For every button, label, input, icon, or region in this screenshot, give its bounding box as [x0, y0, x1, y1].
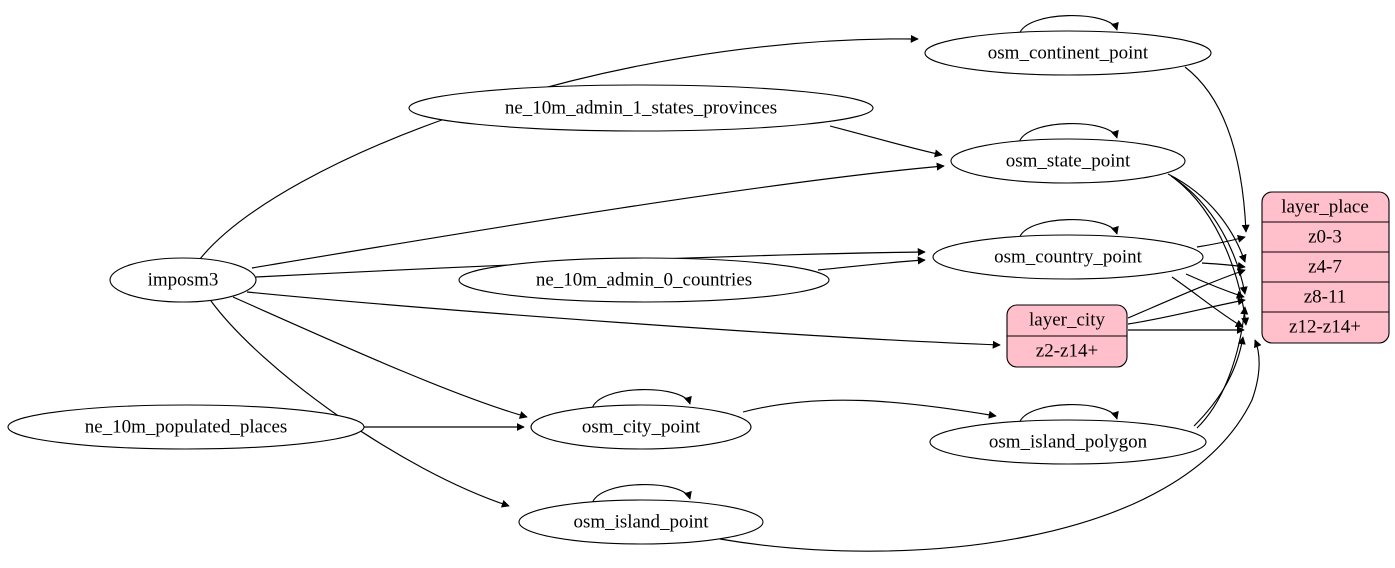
- edge-layer_city-to-layer_place-z4-7: [1127, 268, 1246, 319]
- edge-osm_city_point-to-osm_island_polygon: [742, 399, 997, 419]
- node-ne_10m_admin_0_countries[interactable]: ne_10m_admin_0_countries: [458, 257, 830, 303]
- edge-osm_continent_point-to-layer_place-z0-3: [1184, 66, 1250, 233]
- selfloop-osm_island_point: [591, 484, 692, 505]
- node-layer_city[interactable]: layer_city z2-z14+: [1006, 304, 1128, 368]
- edge-imposm3-to-osm_city_point: [232, 296, 528, 419]
- edge-osm_island_polygon-to-layer_place-z8-11: [1196, 306, 1249, 429]
- record-box-layer_place[interactable]: [1261, 191, 1390, 344]
- node-osm_island_polygon[interactable]: osm_island_polygon: [929, 419, 1207, 465]
- edge-layer_city-to-layer_place-z8-11: [1127, 297, 1246, 325]
- edge-imposm3-to-osm_continent_point: [199, 34, 919, 260]
- selfloop-osm_continent_point: [1018, 15, 1119, 36]
- edge-ne_10m_admin_1_states_provinces-to-osm_state_point: [829, 125, 943, 158]
- edge-osm_state_point-to-layer_place-z8-11: [1170, 175, 1248, 295]
- edge-ne_10m_admin_0_countries-to-osm_country_point: [817, 256, 926, 271]
- node-shape-ne_10m_admin_0_countries[interactable]: [458, 257, 830, 303]
- selfloop-osm_city_point: [591, 389, 692, 410]
- edge-imposm3-to-osm_state_point: [251, 162, 945, 269]
- selfloop-osm_country_point: [1018, 219, 1119, 240]
- edge-osm_island_point-to-layer_place-z12-z14plus: [719, 339, 1262, 552]
- node-ne_10m_admin_1_states_provinces[interactable]: ne_10m_admin_1_states_provinces: [408, 84, 874, 132]
- node-shape-osm_city_point[interactable]: [530, 404, 752, 450]
- selfloop-osm_island_polygon: [1018, 404, 1119, 425]
- node-shape-osm_country_point[interactable]: [932, 234, 1204, 280]
- node-shape-ne_10m_populated_places[interactable]: [7, 404, 365, 450]
- node-osm_continent_point[interactable]: osm_continent_point: [924, 30, 1212, 76]
- node-layer_place[interactable]: layer_place z0-3 z4-7 z8-11 z12-z14+: [1261, 191, 1390, 344]
- edge-osm_country_point-to-layer_place-z12-z14plus: [1171, 276, 1244, 328]
- node-osm_country_point[interactable]: osm_country_point: [932, 234, 1204, 280]
- edge-osm_country_point-to-layer_place-z4-7: [1201, 261, 1246, 270]
- node-imposm3[interactable]: imposm3: [109, 257, 257, 303]
- nodes-layer: imposm3 ne_10m_populated_places ne_10m_a…: [7, 30, 1390, 545]
- node-shape-osm_island_point[interactable]: [518, 499, 764, 545]
- edge-imposm3-to-layer_city: [246, 291, 1001, 349]
- selfloop-osm_state_point: [1018, 123, 1119, 144]
- node-ne_10m_populated_places[interactable]: ne_10m_populated_places: [7, 404, 365, 450]
- node-osm_island_point[interactable]: osm_island_point: [518, 499, 764, 545]
- edge-osm_state_point-to-layer_place-z4-7: [1167, 173, 1247, 263]
- node-shape-osm_continent_point[interactable]: [924, 30, 1212, 76]
- node-shape-ne_10m_admin_1_states_provinces[interactable]: [408, 84, 874, 132]
- node-osm_state_point[interactable]: osm_state_point: [950, 138, 1186, 184]
- node-shape-osm_island_polygon[interactable]: [929, 419, 1207, 465]
- edge-osm_country_point-to-layer_place-z0-3: [1196, 234, 1246, 248]
- node-shape-osm_state_point[interactable]: [950, 138, 1186, 184]
- node-shape-imposm3[interactable]: [109, 257, 257, 303]
- edge-osm_island_polygon-to-layer_place-z12-z14plus: [1193, 336, 1246, 427]
- node-osm_city_point[interactable]: osm_city_point: [530, 404, 752, 450]
- edges-layer: [199, 15, 1262, 552]
- edge-osm_country_point-to-layer_place-z8-11: [1185, 273, 1245, 299]
- edge-imposm3-to-osm_island_point: [210, 300, 510, 508]
